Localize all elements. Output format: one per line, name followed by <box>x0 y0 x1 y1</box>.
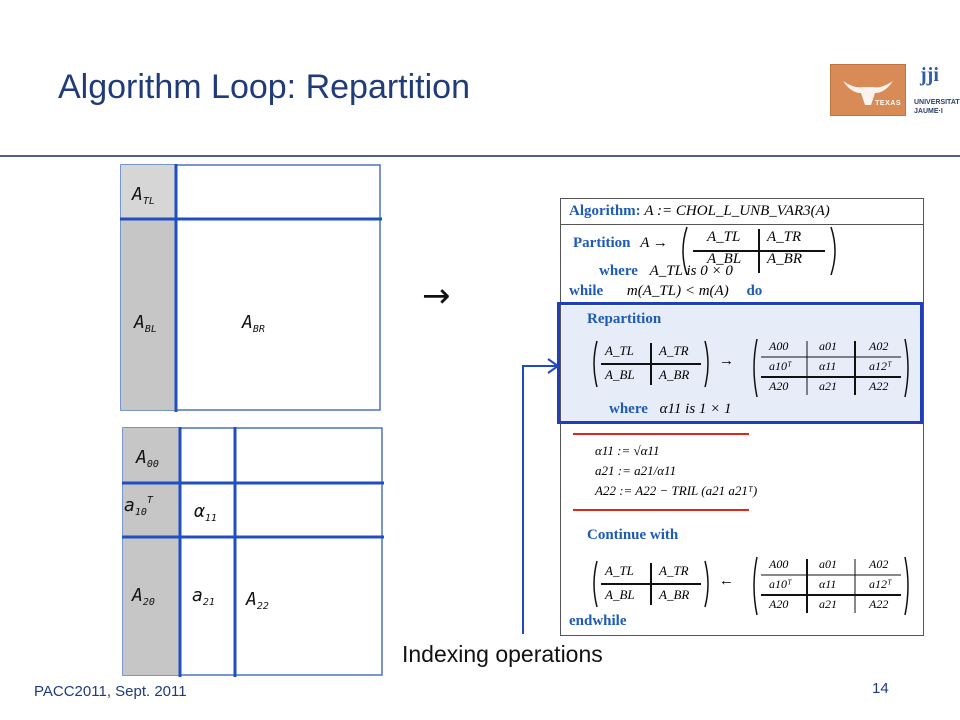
label-a-21: a21 <box>192 585 215 608</box>
footer-text: PACC2011, Sept. 2011 <box>34 683 187 700</box>
algorithm-box: Algorithm: A := CHOL_L_UNB_VAR3(A) Parti… <box>560 198 924 636</box>
continue-arrow: ← <box>719 573 734 589</box>
label-a-br: ABR <box>242 312 265 335</box>
r-abr: A_BR <box>659 367 690 382</box>
uji-logo: jji UNIVERSITAT JAUME·I <box>914 64 960 120</box>
p-abl: A_BL <box>707 251 742 267</box>
c-a10t: a10ᵀ <box>769 577 792 591</box>
repartition-matrix-2x2 <box>591 339 711 394</box>
label-a-00: A00 <box>136 447 159 470</box>
while-line: while m(A_TL) < m(A) do <box>569 283 762 300</box>
update-line-1: α11 := √α11 <box>595 443 660 458</box>
r-atr: A_TR <box>659 343 689 358</box>
partition-expr: A → <box>640 235 668 251</box>
partition-keyword: Partition <box>573 235 631 251</box>
repartition-matrix-3x3 <box>751 337 911 404</box>
c-alpha11: α11 <box>819 577 837 591</box>
r-a20: A20 <box>769 379 789 393</box>
p-abr: A_BR <box>767 251 802 267</box>
continue-matrix-3x3 <box>751 555 911 622</box>
update-line-2: a21 := a21/α11 <box>595 463 677 478</box>
red-rule-bottom <box>573 509 749 511</box>
c-atr: A_TR <box>659 563 689 578</box>
title-divider <box>0 155 960 157</box>
red-rule-top <box>573 433 749 435</box>
c-a21: a21 <box>819 597 837 611</box>
c-a22: A22 <box>869 597 889 611</box>
uji-logo-text: UNIVERSITAT JAUME·I <box>914 98 960 116</box>
repartition-arrow: → <box>719 353 734 369</box>
c-atl: A_TL <box>605 563 634 578</box>
r-a10t: a10ᵀ <box>769 359 792 373</box>
continue-keyword: Continue with <box>587 527 679 543</box>
r-a01: a01 <box>819 339 837 353</box>
c-a01: a01 <box>819 557 837 571</box>
header-divider <box>561 224 923 225</box>
partition-line: Partition A → <box>573 235 668 252</box>
where2-line: where α11 is 1 × 1 <box>609 401 732 418</box>
while-keyword: while <box>569 283 604 299</box>
while-expr: m(A_TL) < m(A) <box>626 283 729 299</box>
where-expr: A_TL is 0 × 0 <box>649 263 733 279</box>
p-atr: A_TR <box>767 229 802 245</box>
longhorn-icon <box>843 81 893 105</box>
partition-matrix <box>679 225 839 282</box>
repartition-keyword-blue: Repartition <box>587 311 662 327</box>
label-a-tl: ATL <box>132 184 155 207</box>
p-atl: A_TL <box>707 229 741 245</box>
uji-logo-mark: jji <box>920 64 939 86</box>
repartition-paren-graphic <box>593 340 709 388</box>
c-abr: A_BR <box>659 587 690 602</box>
update-line-3: A22 := A22 − TRIL (a21 a21ᵀ) <box>595 483 758 498</box>
c-abl: A_BL <box>605 587 635 602</box>
label-alpha-11: α11 <box>194 501 217 524</box>
caption-text: Indexing operations <box>402 641 603 667</box>
page-number: 14 <box>872 680 889 697</box>
r-atl: A_TL <box>605 343 634 358</box>
r-a21: a21 <box>819 379 837 393</box>
transition-arrow: → <box>422 276 451 316</box>
r-abl: A_BL <box>605 367 635 382</box>
r-a02: A02 <box>869 339 889 353</box>
label-a-20: A20 <box>132 585 155 608</box>
c-a20: A20 <box>769 597 789 611</box>
do-keyword: do <box>746 283 763 299</box>
where2-keyword: where <box>609 401 648 417</box>
c-a12t: a12ᵀ <box>869 577 892 591</box>
r-a12t: a12ᵀ <box>869 359 892 373</box>
partition-diagram: ATL ABL ABR <box>120 164 382 412</box>
repartition-matrix-graphic <box>122 427 384 677</box>
where-line: where A_TL is 0 × 0 <box>599 263 733 280</box>
c-a00: A00 <box>769 557 789 571</box>
continue-matrix-2x2 <box>591 559 711 614</box>
where-keyword: where <box>599 263 638 279</box>
r-alpha11: α11 <box>819 359 837 373</box>
algorithm-header: Algorithm: A := CHOL_L_UNB_VAR3(A) <box>569 203 830 220</box>
where2-expr: α11 is 1 × 1 <box>659 401 732 417</box>
uji-logo-text-line2: JAUME·I <box>914 108 943 115</box>
endwhile-keyword: endwhile <box>569 613 627 629</box>
repartition-focus-frame <box>557 302 923 424</box>
c-a02: A02 <box>869 557 889 571</box>
texas-logo: TEXAS <box>830 64 906 116</box>
r-a22: A22 <box>869 379 889 393</box>
partition-paren-graphic <box>682 226 836 276</box>
r-a00: A00 <box>769 339 789 353</box>
algorithm-keyword: Algorithm: <box>569 203 641 219</box>
repartition-3x3-graphic <box>753 338 909 398</box>
label-a-10t: a10T <box>124 495 153 518</box>
algorithm-signature: A := CHOL_L_UNB_VAR3(A) <box>644 203 830 219</box>
connector-arrow <box>522 358 560 634</box>
partition-matrix-graphic <box>120 164 382 412</box>
repartition-diagram: A00 a10T α11 A20 a21 A22 <box>122 427 384 677</box>
texas-logo-text: TEXAS <box>875 100 901 107</box>
label-a-22: A22 <box>246 589 269 612</box>
continue-3x3-graphic <box>753 556 909 616</box>
continue-paren-graphic <box>593 560 709 608</box>
label-a-bl: ABL <box>134 312 157 335</box>
slide-title: Algorithm Loop: Repartition <box>58 68 471 106</box>
uji-logo-text-line1: UNIVERSITAT <box>914 99 960 106</box>
